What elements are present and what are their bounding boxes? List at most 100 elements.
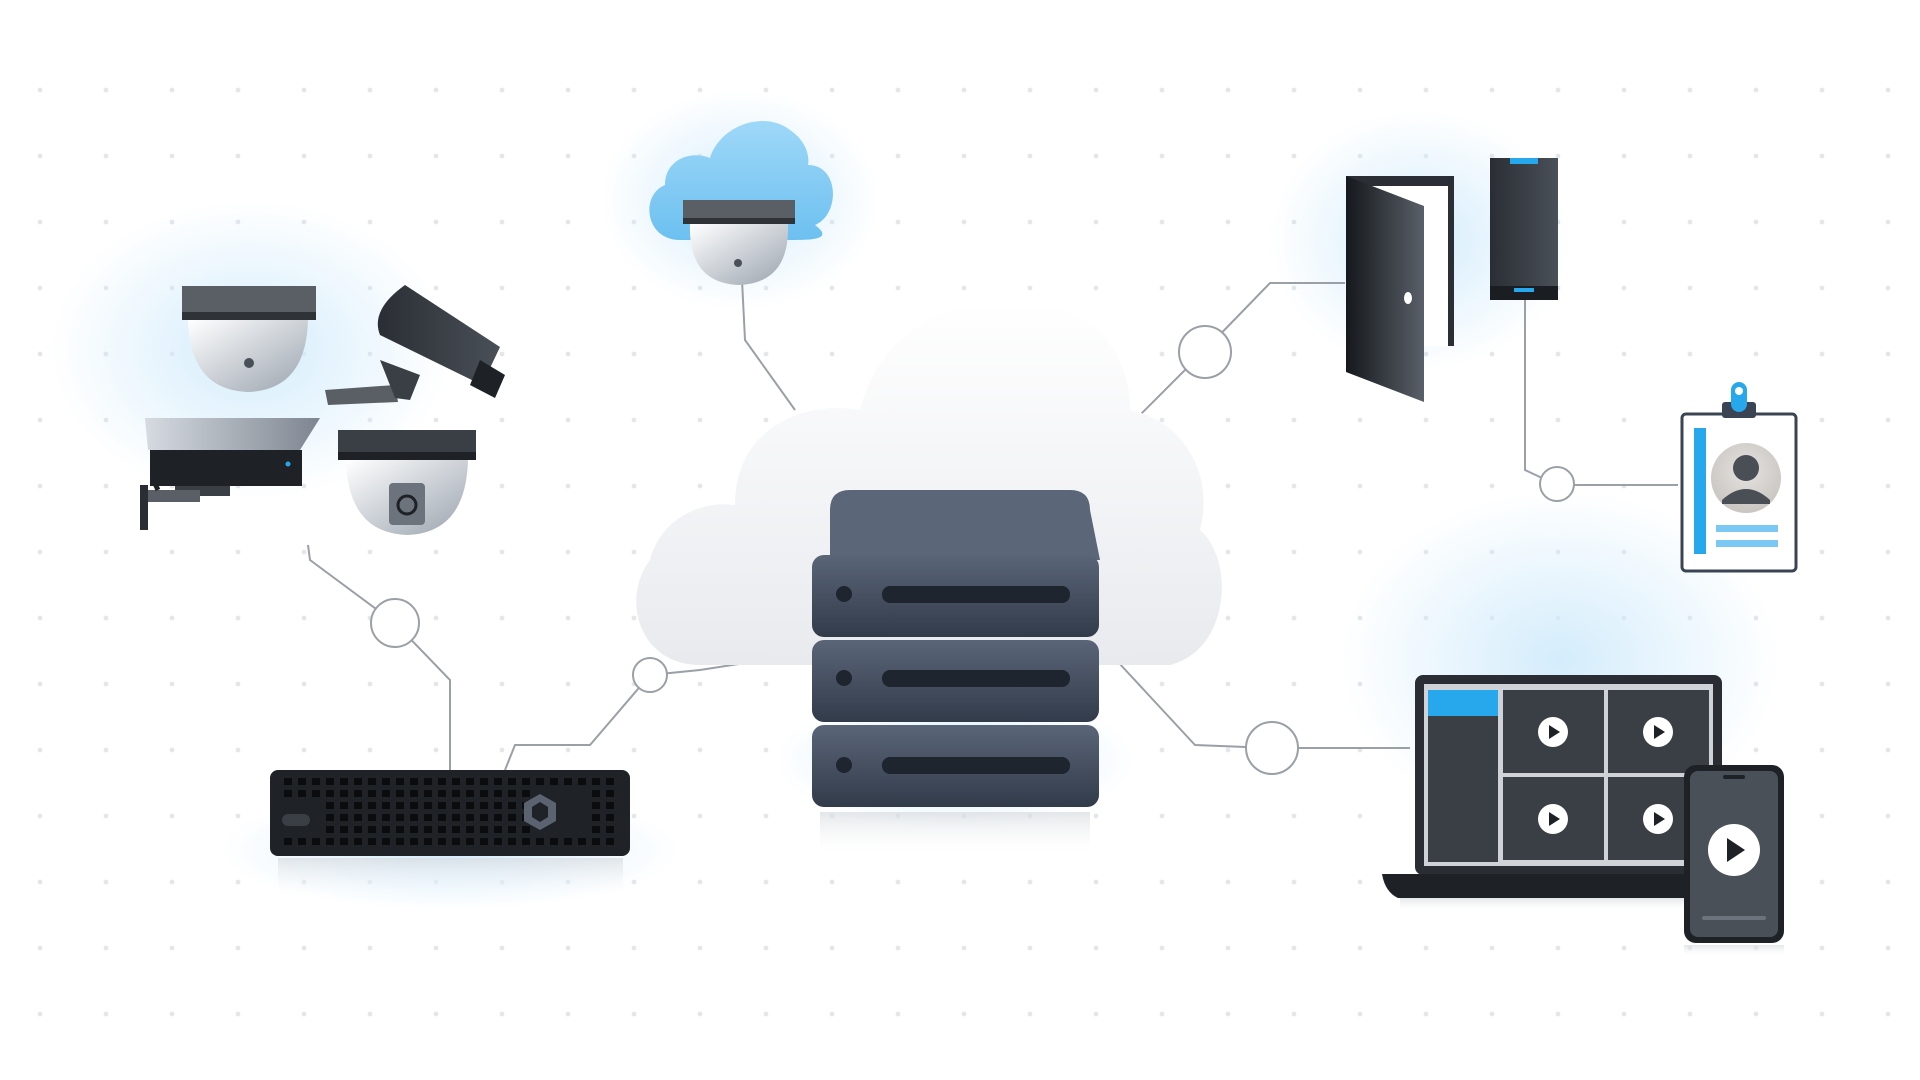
grid-dot bbox=[169, 945, 175, 951]
vent-slot bbox=[284, 838, 292, 845]
vent-slot bbox=[340, 778, 348, 785]
grid-dot bbox=[961, 153, 967, 159]
grid-dot bbox=[1885, 747, 1891, 753]
grid-dot bbox=[961, 285, 967, 291]
grid-dot bbox=[1753, 219, 1759, 225]
grid-dot bbox=[1753, 351, 1759, 357]
grid-dot bbox=[301, 945, 307, 951]
grid-dot bbox=[37, 813, 43, 819]
vent-slot bbox=[494, 814, 502, 821]
grid-dot bbox=[1291, 87, 1297, 93]
grid-dot bbox=[1555, 87, 1561, 93]
grid-dot bbox=[1621, 219, 1627, 225]
node-nvr bbox=[632, 657, 668, 693]
dome-camera-2-icon bbox=[338, 430, 476, 535]
vent-slot bbox=[312, 790, 320, 797]
vent-slot bbox=[536, 778, 544, 785]
grid-dot bbox=[1357, 813, 1363, 819]
grid-dot bbox=[1819, 549, 1825, 555]
grid-dot bbox=[1093, 1011, 1099, 1017]
grid-dot bbox=[433, 417, 439, 423]
phone-icon bbox=[1684, 765, 1784, 957]
grid-dot bbox=[1885, 285, 1891, 291]
grid-dot bbox=[103, 483, 109, 489]
grid-dot bbox=[1885, 153, 1891, 159]
grid-dot bbox=[763, 945, 769, 951]
grid-dot bbox=[367, 219, 373, 225]
grid-dot bbox=[37, 1011, 43, 1017]
vent-slot bbox=[424, 814, 432, 821]
vent-slot bbox=[466, 790, 474, 797]
grid-dot bbox=[1357, 417, 1363, 423]
vent-slot bbox=[452, 826, 460, 833]
mobile-phone bbox=[1684, 765, 1784, 957]
grid-dot bbox=[565, 483, 571, 489]
vent-slot bbox=[340, 802, 348, 809]
grid-dot bbox=[103, 1011, 109, 1017]
grid-dot bbox=[631, 549, 637, 555]
grid-dot bbox=[433, 1011, 439, 1017]
vent-slot bbox=[382, 790, 390, 797]
grid-dot bbox=[1291, 681, 1297, 687]
vent-slot bbox=[494, 802, 502, 809]
vent-slot bbox=[410, 838, 418, 845]
laptop-video-wall bbox=[1382, 675, 1758, 912]
cloud-camera bbox=[649, 120, 833, 285]
grid-dot bbox=[1093, 285, 1099, 291]
grid-dot bbox=[37, 945, 43, 951]
vent-slot bbox=[480, 814, 488, 821]
vent-slot bbox=[326, 802, 334, 809]
grid-dot bbox=[235, 87, 241, 93]
vent-slot bbox=[368, 790, 376, 797]
grid-dot bbox=[433, 615, 439, 621]
grid-dot bbox=[697, 351, 703, 357]
vent-slot bbox=[424, 790, 432, 797]
grid-dot bbox=[1621, 1011, 1627, 1017]
grid-dot bbox=[1621, 87, 1627, 93]
grid-dot bbox=[433, 153, 439, 159]
grid-dot bbox=[697, 417, 703, 423]
grid-dot bbox=[1819, 153, 1825, 159]
grid-dot bbox=[1885, 549, 1891, 555]
grid-dot bbox=[1423, 87, 1429, 93]
grid-dot bbox=[895, 1011, 901, 1017]
grid-dot bbox=[1027, 1011, 1033, 1017]
grid-dot bbox=[631, 351, 637, 357]
grid-dot bbox=[1489, 1011, 1495, 1017]
grid-dot bbox=[1159, 417, 1165, 423]
grid-dot bbox=[103, 681, 109, 687]
grid-dot bbox=[565, 285, 571, 291]
grid-dot bbox=[1291, 153, 1297, 159]
vent-slot bbox=[480, 778, 488, 785]
vent-slot bbox=[438, 814, 446, 821]
vent-slot bbox=[592, 826, 600, 833]
grid-dot bbox=[367, 153, 373, 159]
vent-slot bbox=[592, 778, 600, 785]
vent-slot bbox=[522, 790, 530, 797]
grid-dot bbox=[1621, 945, 1627, 951]
grid-dot bbox=[169, 549, 175, 555]
vent-slot bbox=[606, 826, 614, 833]
vent-slot bbox=[424, 802, 432, 809]
grid-dot bbox=[697, 483, 703, 489]
grid-dot bbox=[1819, 879, 1825, 885]
grid-dot bbox=[1819, 483, 1825, 489]
grid-dot bbox=[37, 417, 43, 423]
grid-dot bbox=[37, 879, 43, 885]
vent-slot bbox=[382, 838, 390, 845]
grid-dot bbox=[763, 681, 769, 687]
laptop-icon bbox=[1382, 675, 1758, 912]
grid-dot bbox=[1159, 219, 1165, 225]
grid-dot bbox=[1819, 813, 1825, 819]
grid-dot bbox=[1093, 879, 1099, 885]
grid-dot bbox=[169, 681, 175, 687]
vent-slot bbox=[424, 778, 432, 785]
grid-dot bbox=[235, 549, 241, 555]
grid-dot bbox=[1489, 945, 1495, 951]
vent-slot bbox=[452, 814, 460, 821]
grid-dot bbox=[1027, 87, 1033, 93]
vent-slot bbox=[438, 802, 446, 809]
vent-slot bbox=[452, 838, 460, 845]
grid-dot bbox=[1159, 681, 1165, 687]
